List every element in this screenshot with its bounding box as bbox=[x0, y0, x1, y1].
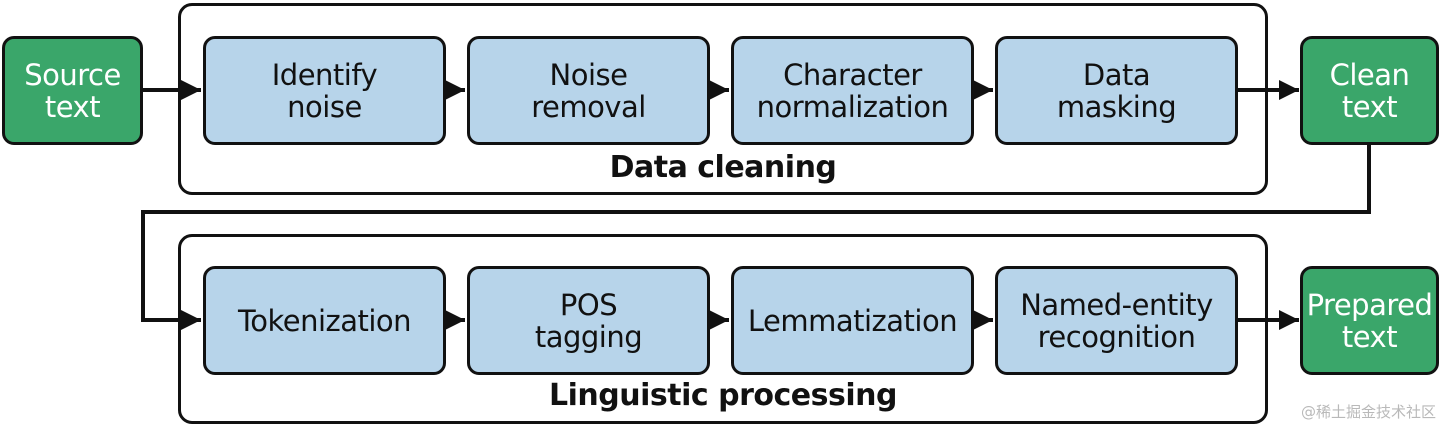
linguistic-processing-label: Linguistic processing bbox=[549, 378, 897, 413]
noise-removal-step: Noise removal bbox=[467, 36, 710, 145]
lemmatization-step: Lemmatization bbox=[731, 266, 974, 375]
character-normalization-step: Character normalization bbox=[731, 36, 974, 145]
identify-noise-label: Identify noise bbox=[271, 57, 378, 124]
tokenization-step: Tokenization bbox=[203, 266, 446, 375]
data-cleaning-label: Data cleaning bbox=[609, 150, 837, 185]
lemmatization-label: Lemmatization bbox=[747, 303, 958, 338]
data-masking-label: Data masking bbox=[1056, 57, 1177, 124]
named-entity-recognition-label: Named-entity recognition bbox=[1020, 287, 1213, 354]
named-entity-recognition-step: Named-entity recognition bbox=[995, 266, 1238, 375]
pos-tagging-label: POS tagging bbox=[534, 287, 643, 354]
watermark-text: @稀土掘金技术社区 bbox=[1300, 403, 1436, 421]
character-normalization-label: Character normalization bbox=[756, 57, 949, 124]
noise-removal-label: Noise removal bbox=[531, 57, 646, 124]
tokenization-label: Tokenization bbox=[237, 303, 412, 338]
prepared-text-label: Prepared text bbox=[1306, 287, 1433, 354]
clean-text-label: Clean text bbox=[1329, 57, 1410, 124]
arrow-clean-to-tokenization bbox=[141, 145, 1371, 330]
source-text-label: Source text bbox=[24, 57, 121, 124]
data-masking-step: Data masking bbox=[995, 36, 1238, 145]
clean-text-node: Clean text bbox=[1300, 36, 1439, 145]
pos-tagging-step: POS tagging bbox=[467, 266, 710, 375]
prepared-text-node: Prepared text bbox=[1300, 266, 1439, 375]
identify-noise-step: Identify noise bbox=[203, 36, 446, 145]
source-text-node: Source text bbox=[2, 36, 143, 145]
